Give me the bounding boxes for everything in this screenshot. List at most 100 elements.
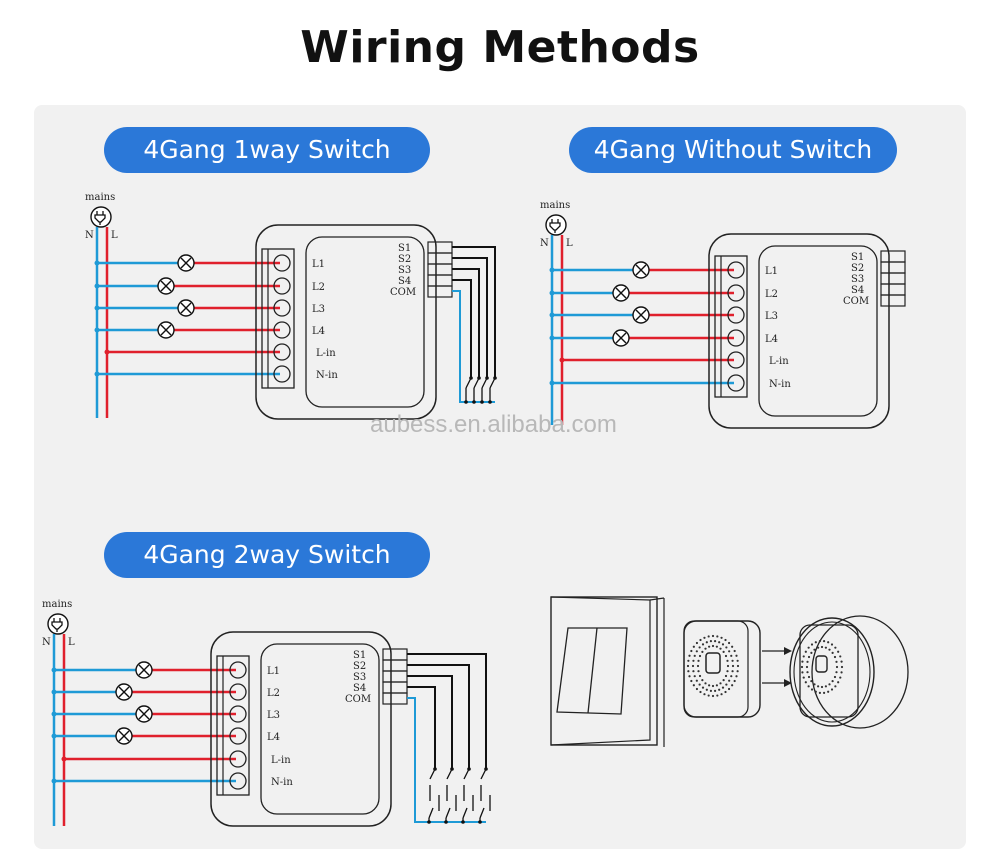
vent-dot [725, 683, 728, 686]
vent-dot [697, 670, 700, 673]
vent-dot [719, 647, 722, 650]
junction-dot [51, 778, 57, 784]
neutral-label: N [540, 238, 549, 249]
module-inner-panel [305, 236, 425, 408]
vent-dot [835, 660, 838, 663]
switch-wire-s4 [452, 279, 472, 378]
vent-dot [695, 641, 699, 645]
vent-dot [728, 650, 731, 653]
terminal-label-s2: S2 [398, 254, 411, 265]
vent-dot [711, 634, 715, 638]
lamp-cross [635, 309, 647, 321]
vent-dot [698, 654, 702, 658]
terminal-label-com: COM [843, 296, 869, 307]
terminal-screw [727, 284, 745, 302]
lamp-cross [615, 332, 627, 344]
switch-terminal-slot [427, 285, 453, 298]
vent-dot [692, 670, 695, 673]
section-label-1way: 4Gang 1way Switch [104, 127, 430, 173]
lamp-icon [157, 277, 175, 295]
lamp-icon [632, 306, 650, 324]
lamp-icon [115, 683, 133, 701]
lamp-icon [632, 261, 650, 279]
terminal-screw [229, 750, 247, 768]
terminal-screw [273, 299, 291, 317]
vent-dot [733, 679, 736, 683]
vent-dot [828, 683, 831, 686]
lamp-cross [118, 686, 130, 698]
terminal-label-s3: S3 [851, 274, 864, 285]
vent-dot [731, 684, 734, 687]
switch-contact [488, 400, 492, 404]
junction-dot [51, 667, 57, 673]
vent-dot [701, 679, 704, 682]
vent-dot [727, 641, 731, 645]
lamp-icon [135, 705, 153, 723]
vent-dot [688, 675, 691, 678]
vent-dot [806, 671, 809, 674]
vent-dot [840, 671, 843, 674]
terminal-screw [727, 351, 745, 369]
vent-dot [810, 688, 814, 691]
installed-module [799, 624, 859, 718]
lamp-cross [615, 287, 627, 299]
vent-dot [733, 649, 736, 653]
junction-dot [94, 283, 100, 289]
vent-dot [690, 679, 693, 683]
vent-dot [814, 641, 817, 644]
vent-dot [837, 681, 840, 684]
mains-plug-icon [545, 214, 567, 236]
junction-dot [549, 267, 555, 273]
junction-dot [549, 380, 555, 386]
vent-dot [701, 650, 704, 653]
mains-plug-icon [90, 206, 112, 228]
switch-lever [429, 768, 436, 780]
vent-dot [726, 664, 730, 668]
vent-dot [817, 685, 820, 688]
vent-dot [695, 679, 698, 682]
vent-dot [711, 694, 715, 698]
vent-dot [708, 645, 711, 648]
vent-dot [830, 688, 834, 691]
vent-dot [692, 659, 695, 662]
wall-box-rim-inner [793, 621, 871, 723]
junction-dot [94, 327, 100, 333]
vent-dot [806, 660, 809, 663]
terminal-label-s4: S4 [353, 683, 366, 694]
vent-dot [687, 670, 690, 673]
switch-terminal-slot [880, 294, 906, 307]
vent-dot [731, 670, 734, 673]
lamp-cross [635, 264, 647, 276]
switch-contact [464, 400, 468, 404]
switch-terminal-slot [382, 648, 408, 661]
switch-terminal-slot [880, 272, 906, 285]
vent-dot [835, 671, 838, 674]
vent-dot [701, 686, 705, 689]
vent-dot [720, 636, 723, 639]
com-wire [452, 290, 495, 403]
terminal-label-s4: S4 [398, 276, 411, 287]
terminal-label-l4: L4 [312, 326, 325, 337]
switch-terminal-slot [382, 692, 408, 705]
vent-dot [813, 648, 816, 651]
live-label: L [566, 238, 573, 249]
terminal-screw [727, 261, 745, 279]
vent-dot [724, 690, 727, 694]
lamp-icon [177, 299, 195, 317]
terminal-label-l3: L3 [765, 311, 778, 322]
junction-dot [94, 371, 100, 377]
vent-dot [728, 679, 731, 682]
com-wire [407, 697, 486, 823]
terminal-screw [229, 772, 247, 790]
junction-dot [104, 349, 110, 355]
section-label-without-switch: 4Gang Without Switch [569, 127, 897, 173]
vent-dot [705, 688, 708, 691]
vent-dot [719, 682, 722, 685]
mains-label: mains [540, 200, 570, 211]
vent-dot [810, 651, 813, 654]
vent-dot [699, 638, 702, 642]
mains-label: mains [42, 599, 72, 610]
vent-dot [722, 650, 725, 653]
live-label: L [111, 230, 118, 241]
